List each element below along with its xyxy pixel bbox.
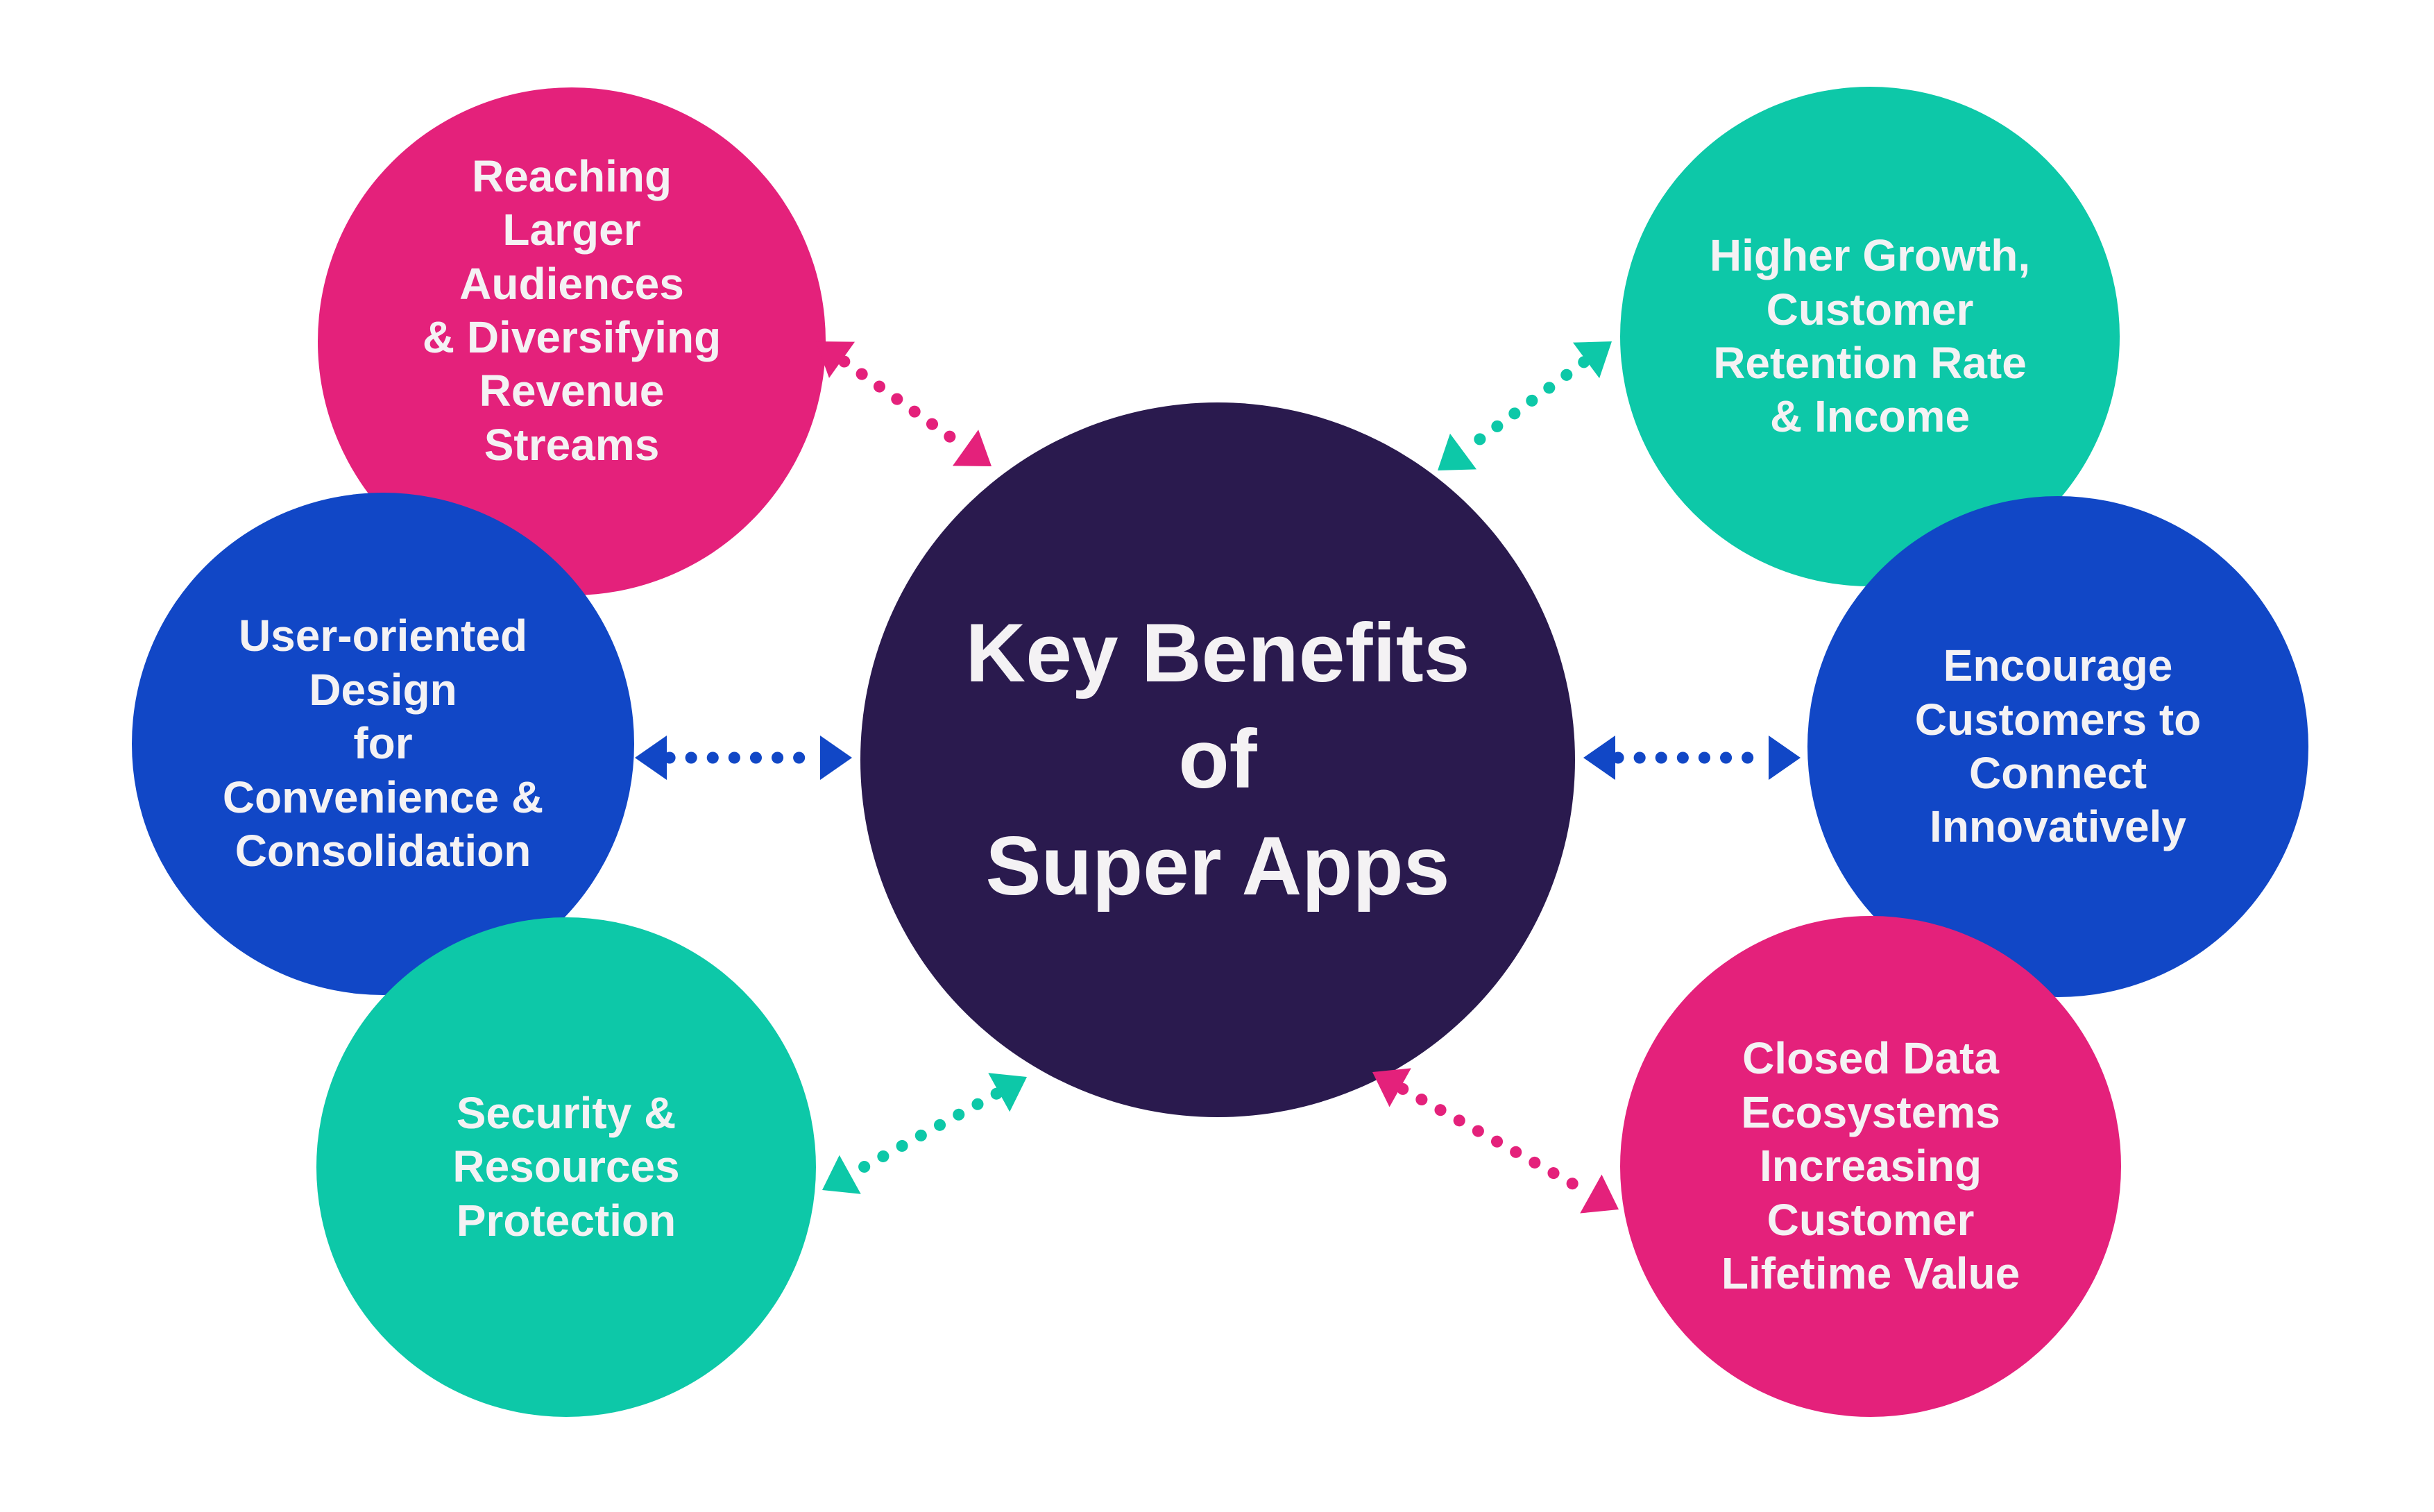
- benefit-label-user-oriented-design: User-oriented Design for Convenience & C…: [222, 611, 544, 876]
- benefit-label-encourage-customers-connect: Encourage Customers to Connect Innovativ…: [1914, 640, 2202, 852]
- arrow-top-right-head-inner: [1438, 433, 1477, 470]
- arrow-bottom-right: [1372, 1068, 1619, 1214]
- arrow-bottom-left: [822, 1073, 1027, 1194]
- arrow-middle-right-head-outer: [1583, 736, 1615, 780]
- center-hub-circle: Key Benefits of Super Apps: [860, 402, 1575, 1117]
- benefit-circle-closed-data-ecosystems: Closed Data Ecosystems Increasing Custom…: [1620, 916, 2121, 1417]
- arrow-middle-left: [635, 736, 852, 780]
- benefit-circle-security-resources-protection: Security & Resources Protection: [316, 917, 816, 1417]
- arrow-top-left-head-inner: [952, 430, 992, 466]
- arrow-bottom-left-dotted-line: [846, 1087, 1003, 1180]
- arrow-top-left-dotted-line: [838, 355, 969, 452]
- arrow-bottom-left-head-inner: [822, 1155, 861, 1194]
- arrow-bottom-left-head-outer: [988, 1073, 1027, 1112]
- arrow-top-right-head-outer: [1572, 341, 1612, 379]
- benefit-label-security-resources-protection: Security & Resources Protection: [452, 1087, 680, 1246]
- arrow-top-right-dotted-line: [1459, 356, 1590, 456]
- benefit-label-closed-data-ecosystems: Closed Data Ecosystems Increasing Custom…: [1721, 1033, 2020, 1299]
- arrow-middle-right: [1583, 736, 1801, 780]
- arrow-middle-left-head-inner: [820, 736, 852, 780]
- benefit-label-higher-growth-retention-income: Higher Growth, Customer Retention Rate &…: [1709, 230, 2031, 442]
- arrow-middle-left-head-outer: [635, 736, 667, 780]
- arrow-bottom-right-head-inner: [1580, 1174, 1619, 1214]
- arrow-middle-right-head-inner: [1769, 736, 1801, 780]
- benefit-circle-encourage-customers-connect: Encourage Customers to Connect Innovativ…: [1807, 496, 2308, 997]
- diagram-title: Key Benefits of Super Apps: [965, 606, 1470, 912]
- arrow-bottom-right-dotted-line: [1397, 1082, 1594, 1199]
- arrow-top-left: [816, 341, 992, 466]
- arrow-top-right: [1438, 341, 1612, 470]
- benefit-label-reaching-larger-audiences: Reaching Larger Audiences & Diversifying…: [422, 151, 722, 470]
- benefit-circle-user-oriented-design: User-oriented Design for Convenience & C…: [132, 493, 634, 995]
